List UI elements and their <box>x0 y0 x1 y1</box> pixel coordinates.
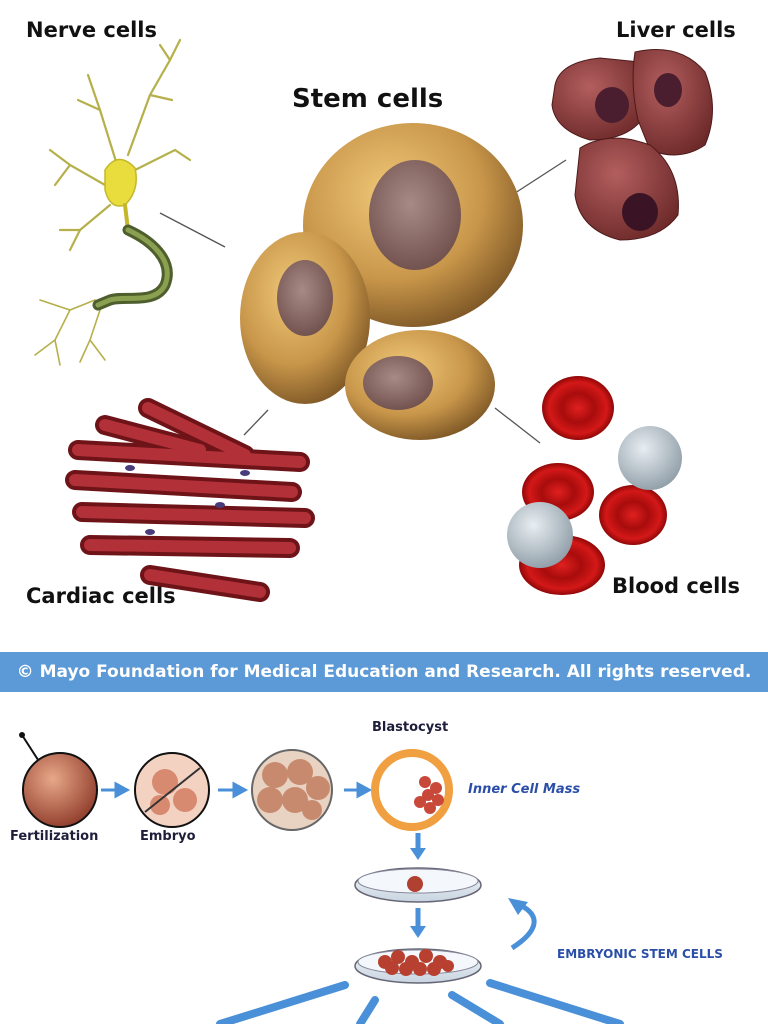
cardiac-cells <box>65 398 315 602</box>
fertilization-label: Fertilization <box>10 829 99 844</box>
stem-cells-label: Stem cells <box>292 84 444 114</box>
liver-cells <box>551 49 713 241</box>
copyright-banner: © Mayo Foundation for Medical Education … <box>0 652 768 692</box>
liver-cells-label: Liver cells <box>616 18 736 42</box>
nerve-cells-label: Nerve cells <box>26 18 158 42</box>
blastocyst-label: Blastocyst <box>372 720 449 735</box>
connector-lines <box>159 159 567 444</box>
stem-cells <box>240 123 523 440</box>
process-diagram <box>19 732 624 1024</box>
blood-cells <box>507 376 682 595</box>
blood-cells-label: Blood cells <box>612 574 740 598</box>
inner-cell-mass-label: Inner Cell Mass <box>468 782 581 797</box>
cardiac-cells-label: Cardiac cells <box>26 584 176 608</box>
nerve-cell <box>34 38 192 366</box>
embryonic-stem-cells-label: EMBRYONIC STEM CELLS <box>557 947 723 961</box>
embryo-label: Embryo <box>140 829 196 844</box>
